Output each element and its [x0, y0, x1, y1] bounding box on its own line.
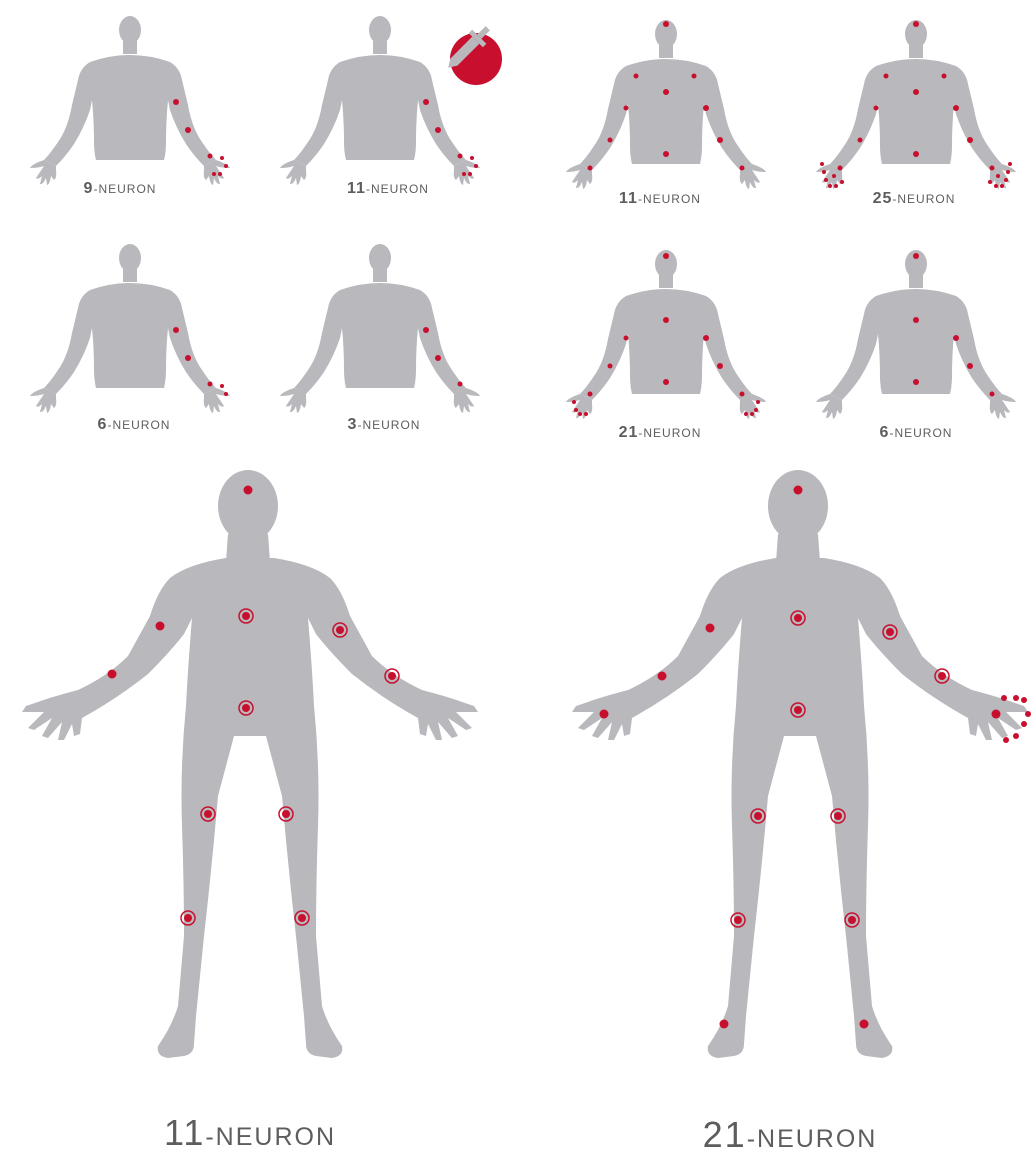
dagger-icon	[438, 18, 506, 91]
figure-label: 11-NEURON	[110, 1112, 390, 1154]
figure-label: 3-NEURON	[324, 416, 444, 434]
figure-label: 9-NEURON	[60, 180, 180, 198]
figure-full-left	[8, 466, 488, 1086]
figure-label: 11-NEURON	[600, 190, 720, 208]
figure-label: 25-NEURON	[854, 190, 974, 208]
figure-upper-tr2	[816, 14, 1026, 194]
figure-upper-bl	[30, 238, 240, 418]
figure-upper-br2	[816, 244, 1026, 424]
figure-label: 6-NEURON	[856, 424, 976, 442]
figure-upper-tr1	[566, 14, 776, 194]
figure-full-right	[558, 466, 1034, 1086]
figure-label: 21-NEURON	[600, 424, 720, 442]
figure-label: 6-NEURON	[74, 416, 194, 434]
figure-upper-tl	[30, 10, 240, 190]
figure-upper-br1	[566, 244, 776, 424]
figure-label: 21-NEURON	[650, 1114, 930, 1156]
figure-label: 11-NEURON	[328, 180, 448, 198]
figure-upper-bm	[280, 238, 490, 418]
